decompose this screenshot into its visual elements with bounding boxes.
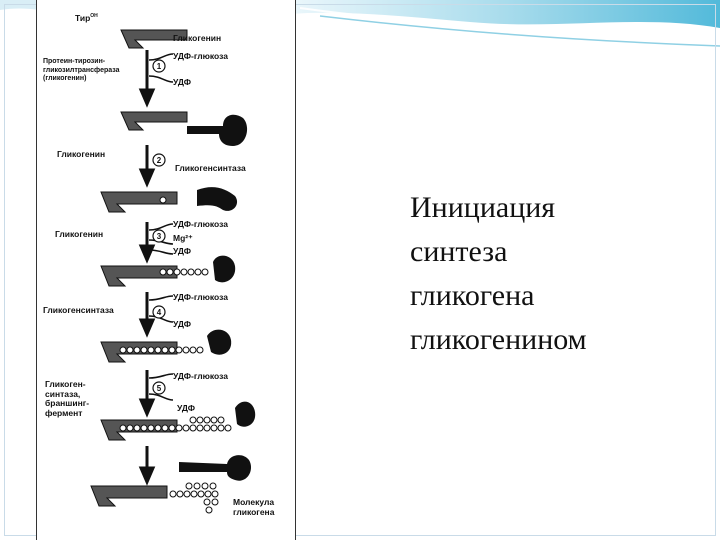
udp-glucose-label-4: УДФ-глюкоза	[173, 292, 228, 302]
glycogen-synthase-label-4: Гликогенсинтаза	[43, 305, 114, 315]
mg-label: Mg²⁺	[173, 233, 193, 243]
step-number-2: 2	[157, 156, 162, 165]
molecule-label: Молекула гликогена	[233, 497, 275, 517]
slide-title: Инициация синтеза гликогена гликогенином	[410, 186, 710, 362]
udp-glucose-label-1: УДФ-глюкоза	[173, 51, 228, 61]
glycogenin-label-3: Гликогенин	[55, 229, 104, 239]
side-curves	[148, 53, 174, 401]
udp-glucose-label-3: УДФ-глюкоза	[173, 219, 228, 229]
step-number-3: 3	[157, 232, 162, 241]
udp-label-1: УДФ	[173, 77, 192, 87]
diagram-panel: 1 2 3 4 5 ТирОН Гликогенин Протеин-тироз…	[36, 0, 296, 540]
glycogen-synthase-label-2: Гликогенсинтаза	[175, 163, 246, 173]
glycogenin-top-label: Гликогенин	[173, 33, 222, 43]
udp-label-5: УДФ	[177, 403, 196, 413]
glycogen-synthase-shapes	[179, 114, 256, 481]
glycogen-initiation-diagram: 1 2 3 4 5	[90, 29, 256, 514]
step-number-4: 4	[157, 308, 162, 317]
udp-label-3: УДФ	[173, 246, 192, 256]
main-arrows	[138, 50, 156, 486]
step-number-1: 1	[157, 62, 162, 71]
slide-frame	[4, 4, 716, 536]
decorative-wave-header	[0, 0, 720, 47]
step-numbers: 1 2 3 4 5	[157, 62, 162, 393]
title-line-2: синтеза	[410, 235, 508, 268]
step-markers	[152, 59, 166, 395]
title-line-3: гликогена	[410, 279, 535, 312]
glucose-chains	[119, 196, 232, 514]
title-line-4: гликогенином	[410, 323, 587, 356]
tyr-label: ТирОН	[75, 12, 98, 23]
glycogenin-label-2: Гликогенин	[57, 149, 106, 159]
protein-chevrons	[90, 29, 188, 507]
step-number-5: 5	[157, 384, 162, 393]
udp-glucose-label-5: УДФ-глюкоза	[173, 371, 228, 381]
branching-label: Гликоген- синтаза, браншинг- фермент	[45, 379, 90, 418]
protein-label: Протеин-тирозин- гликозилтрансфераза (гл…	[43, 58, 120, 82]
udp-label-4: УДФ	[173, 319, 192, 329]
title-line-1: Инициация	[410, 191, 556, 224]
